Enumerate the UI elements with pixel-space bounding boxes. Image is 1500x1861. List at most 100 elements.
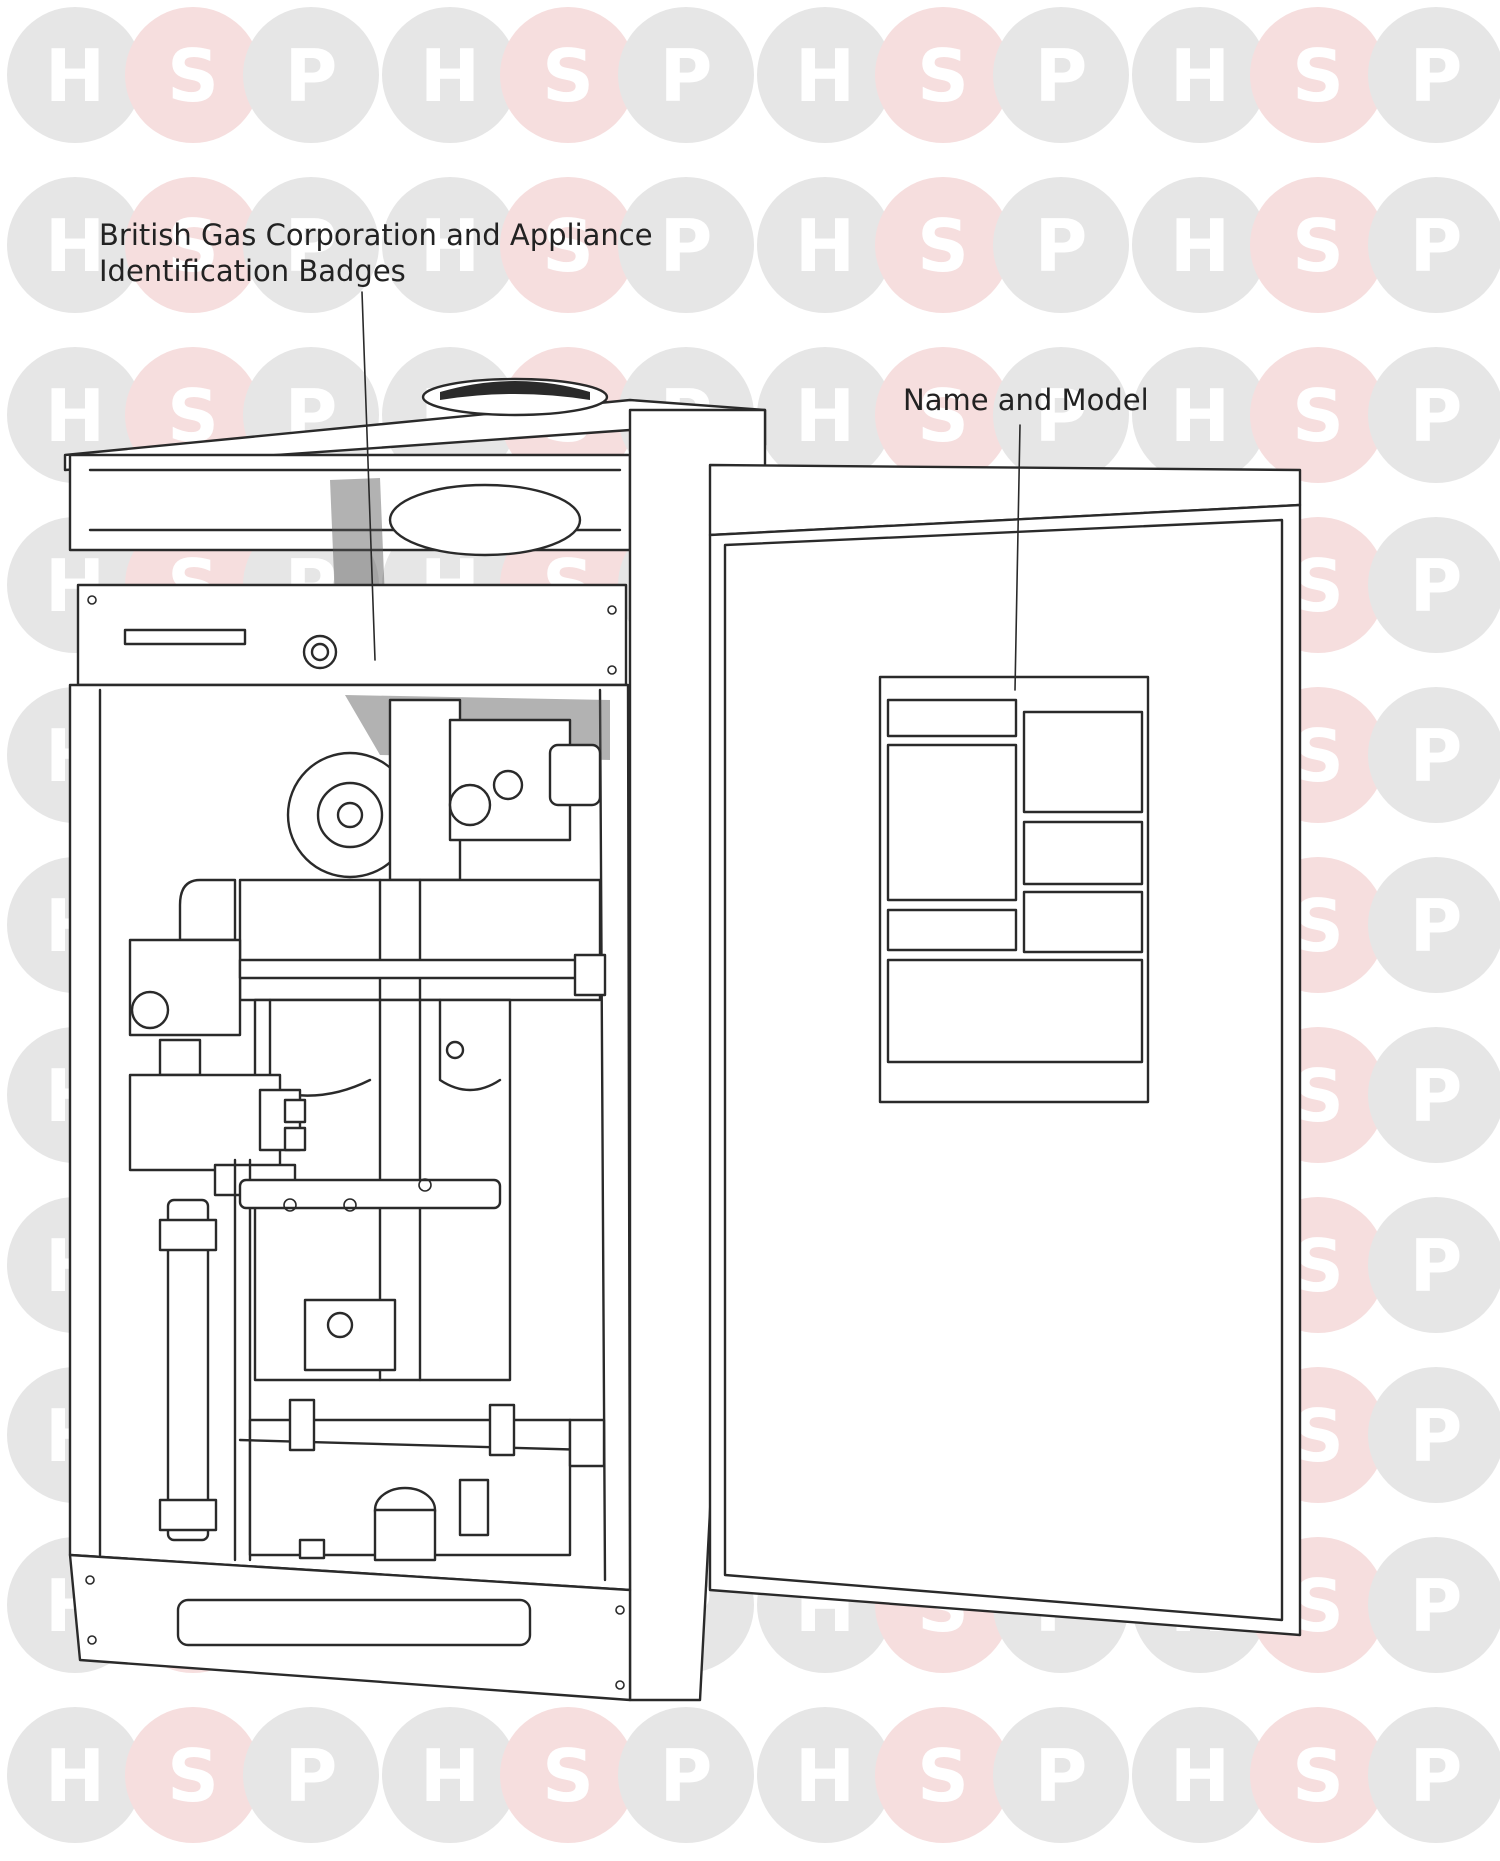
watermark-letter: S (542, 1734, 594, 1818)
watermark-letter: S (167, 1734, 219, 1818)
badges-leader-line (361, 291, 376, 661)
watermark-letter: S (542, 34, 594, 118)
watermark-circle (500, 7, 636, 143)
badges-callout-line1: British Gas Corporation and Appliance (99, 218, 653, 252)
watermark-letter: S (1292, 204, 1344, 288)
watermark-letter: P (1035, 204, 1088, 288)
watermark-letter: S (167, 34, 219, 118)
watermark-circle (1368, 1197, 1500, 1333)
badge-plate (123, 628, 247, 646)
watermark-circle (1250, 7, 1386, 143)
front-door-panel (708, 463, 1302, 1637)
watermark-letter: H (795, 374, 855, 458)
badges-callout-line2: Identification Badges (99, 254, 406, 288)
watermark-circle (7, 1707, 143, 1843)
watermark-letter: H (795, 204, 855, 288)
watermark-circle (1368, 1027, 1500, 1163)
watermark-circle (1368, 347, 1500, 483)
watermark-circle (1132, 1707, 1268, 1843)
watermark-circle (1250, 1707, 1386, 1843)
watermark-letter: P (660, 204, 713, 288)
watermark-circle (1368, 857, 1500, 993)
watermark-circle (993, 1707, 1129, 1843)
watermark-letter: P (1035, 34, 1088, 118)
watermark-letter: S (1292, 34, 1344, 118)
watermark-letter: P (1410, 34, 1463, 118)
watermark-letter: P (1410, 1394, 1463, 1478)
name-model-plate (878, 675, 1150, 1104)
watermark-letter: H (420, 1734, 480, 1818)
watermark-circle (382, 7, 518, 143)
watermark-letter: P (1035, 1734, 1088, 1818)
watermark-circle (7, 177, 143, 313)
watermark-letter: H (1170, 204, 1230, 288)
watermark-circle (125, 1707, 261, 1843)
name-model-callout: Name and Model (903, 383, 1149, 417)
watermark-circle (1368, 687, 1500, 823)
watermark-circle (382, 1707, 518, 1843)
watermark-letter: H (420, 34, 480, 118)
watermark-letter: P (1410, 1224, 1463, 1308)
watermark-letter: S (1292, 1734, 1344, 1818)
watermark-letter: S (917, 374, 969, 458)
watermark-circle (1132, 347, 1268, 483)
watermark-circle (243, 7, 379, 143)
boiler-internals (128, 695, 610, 1562)
watermark-circle (1368, 1537, 1500, 1673)
watermark-circle (875, 1707, 1011, 1843)
watermark-letter: P (285, 34, 338, 118)
watermark-circle (875, 7, 1011, 143)
watermark-circle (1250, 347, 1386, 483)
watermark-letter: P (285, 1734, 338, 1818)
watermark-circle (243, 177, 379, 313)
watermark-circle (382, 177, 518, 313)
watermark-circle (7, 347, 143, 483)
watermark-letter: P (1410, 544, 1463, 628)
watermark-letter: P (1410, 374, 1463, 458)
watermark-letter: S (917, 204, 969, 288)
watermark-circle (1250, 177, 1386, 313)
watermark-circle (993, 7, 1129, 143)
watermark-letter: P (1410, 204, 1463, 288)
watermark-circle (618, 1707, 754, 1843)
watermark-circle (7, 7, 143, 143)
watermark-letter: S (917, 1734, 969, 1818)
watermark-letter: H (1170, 1734, 1230, 1818)
watermark-circle (618, 177, 754, 313)
watermark-letter: P (1410, 1564, 1463, 1648)
watermark-circle (1368, 1707, 1500, 1843)
name-model-leader-line (1014, 424, 1021, 691)
watermark-circle (500, 1707, 636, 1843)
watermark-circle (993, 347, 1129, 483)
watermark-circle (1132, 177, 1268, 313)
watermark-circle (618, 7, 754, 143)
control-valve (128, 1073, 282, 1172)
watermark-circle (875, 177, 1011, 313)
watermark-letter: H (45, 1734, 105, 1818)
watermark-letter: S (1292, 374, 1344, 458)
base-vent (176, 1598, 532, 1647)
watermark-letter: H (795, 34, 855, 118)
watermark-letter: P (285, 204, 338, 288)
watermark-letter: P (1410, 1054, 1463, 1138)
watermark-circle (1368, 177, 1500, 313)
watermark-letter: H (45, 374, 105, 458)
watermark-letter: P (660, 1734, 713, 1818)
watermark-letter: H (795, 1734, 855, 1818)
watermark-circle (1368, 1367, 1500, 1503)
watermark-letter: S (542, 204, 594, 288)
watermark-letter: H (1170, 374, 1230, 458)
watermark-letter: P (1410, 1734, 1463, 1818)
watermark-letter: H (420, 204, 480, 288)
watermark-letter: P (1035, 374, 1088, 458)
watermark-circle (1132, 7, 1268, 143)
badges-callout: British Gas Corporation and Appliance Id… (99, 217, 653, 289)
watermark-circle (125, 7, 261, 143)
watermark-letter: P (660, 34, 713, 118)
watermark-letter: H (1170, 34, 1230, 118)
watermark-circle (993, 177, 1129, 313)
watermark-circle (500, 177, 636, 313)
watermark-circle (125, 177, 261, 313)
watermark-letter: P (1410, 714, 1463, 798)
